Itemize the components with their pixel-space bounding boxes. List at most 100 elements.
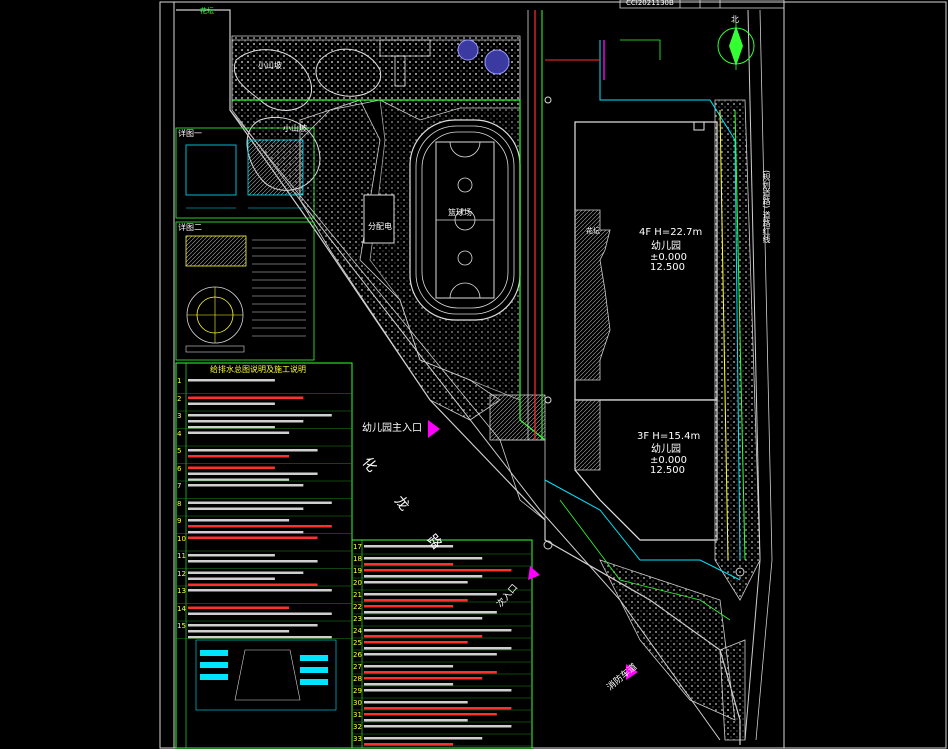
building-north-height: 4F H=22.7m <box>639 227 703 238</box>
note-text-line <box>188 466 275 469</box>
note-number: 17 <box>353 543 362 551</box>
note-number: 21 <box>353 591 362 599</box>
note-text-line <box>188 571 304 574</box>
sub-entrance-arrow-icon <box>528 566 540 580</box>
note-text-line <box>188 507 304 510</box>
note-number: 7 <box>177 482 182 490</box>
sheet-code: CCI2021130B <box>626 0 674 7</box>
note-number: 25 <box>353 639 362 647</box>
building-south-elev-1: ±0.000 <box>650 455 688 466</box>
note-number: 11 <box>177 552 186 560</box>
garden-label-2: 花坛 <box>586 227 600 235</box>
note-text-line <box>364 689 512 692</box>
note-number: 8 <box>177 499 182 508</box>
distribution-room-label: 分配电 <box>368 222 392 231</box>
note-text-line <box>188 478 290 481</box>
note-number: 3 <box>177 412 182 420</box>
note-text-line <box>364 719 468 722</box>
note-text-line <box>364 563 454 566</box>
note-text-line <box>364 545 454 548</box>
note-number: 30 <box>353 699 362 707</box>
note-text-line <box>188 379 275 382</box>
notes-title: 给排水总图说明及施工说明 <box>210 365 306 374</box>
note-text-line <box>188 455 290 458</box>
note-text-line <box>364 575 483 578</box>
hill-label-1: 小山坡 <box>258 61 282 70</box>
note-number: 28 <box>353 675 362 683</box>
sports-track <box>409 119 521 321</box>
note-text-line <box>364 599 468 602</box>
note-text-line <box>364 641 468 644</box>
note-text-line <box>188 472 318 475</box>
note-text-line <box>364 647 512 650</box>
note-text-line <box>364 713 497 716</box>
note-number: 5 <box>177 447 182 455</box>
note-number: 18 <box>353 555 362 563</box>
building-north <box>574 121 718 401</box>
note-text-line <box>364 665 454 668</box>
sheet-frame <box>159 1 947 749</box>
title-block <box>619 0 785 9</box>
note-number: 29 <box>353 687 362 695</box>
note-text-line <box>364 635 483 638</box>
note-number: 26 <box>353 651 362 659</box>
note-text-line <box>188 560 318 563</box>
note-text-line <box>364 737 483 740</box>
note-text-line <box>188 414 332 417</box>
note-number: 24 <box>353 627 362 635</box>
note-text-line <box>364 707 512 710</box>
note-text-line <box>188 606 290 609</box>
note-text-line <box>364 581 468 584</box>
detail-1-label: 详图一 <box>178 129 202 138</box>
note-text-line <box>364 593 497 596</box>
note-text-line <box>364 617 483 620</box>
note-number: 14 <box>177 604 186 613</box>
note-number: 20 <box>353 579 362 587</box>
note-text-line <box>364 683 454 686</box>
north-arrow-icon <box>717 22 755 70</box>
detail-panel-2 <box>175 221 315 361</box>
building-north-elev-1: ±0.000 <box>650 252 688 263</box>
notes-table <box>175 362 533 749</box>
note-text-line <box>188 630 290 633</box>
note-text-line <box>188 484 304 487</box>
note-text-line <box>188 531 304 534</box>
note-text-line <box>188 396 304 399</box>
note-text-line <box>188 449 318 452</box>
garden-label-1: 花坛 <box>200 7 214 15</box>
building-north-name: 幼儿园 <box>651 241 681 252</box>
note-text-line <box>188 519 290 522</box>
note-text-line <box>188 612 332 615</box>
tree-circle-2 <box>484 49 510 75</box>
note-text-line <box>188 554 275 557</box>
north-label: 北 <box>731 15 739 24</box>
note-text-line <box>364 629 512 632</box>
detail-panel-1 <box>175 127 315 219</box>
note-text-line <box>188 525 332 528</box>
building-south-elev-2: 12.500 <box>650 465 685 476</box>
note-text-line <box>364 611 497 614</box>
road-edge-south <box>299 199 721 741</box>
note-number: 22 <box>353 603 362 611</box>
note-number: 31 <box>353 711 362 719</box>
east-road-label: (规划道路) 道路红线 <box>762 170 771 243</box>
distribution-room <box>363 194 395 244</box>
note-text-line <box>364 671 497 674</box>
hill-label-2: 小山坡 <box>283 124 307 133</box>
note-text-line <box>364 569 512 572</box>
note-number: 4 <box>177 429 182 438</box>
note-number: 32 <box>353 723 362 731</box>
note-number: 9 <box>177 517 182 525</box>
note-text-line <box>188 583 318 586</box>
note-text-line <box>364 605 454 608</box>
note-number: 6 <box>177 464 182 473</box>
detail-2-label: 详图二 <box>178 223 202 232</box>
fire-lane-arrow-icon <box>626 664 638 680</box>
note-number: 10 <box>177 534 186 543</box>
note-text-line <box>188 501 332 504</box>
note-text-line <box>364 743 454 746</box>
note-number: 15 <box>177 622 186 630</box>
note-text-line <box>188 536 318 539</box>
pipe-green <box>232 99 546 441</box>
